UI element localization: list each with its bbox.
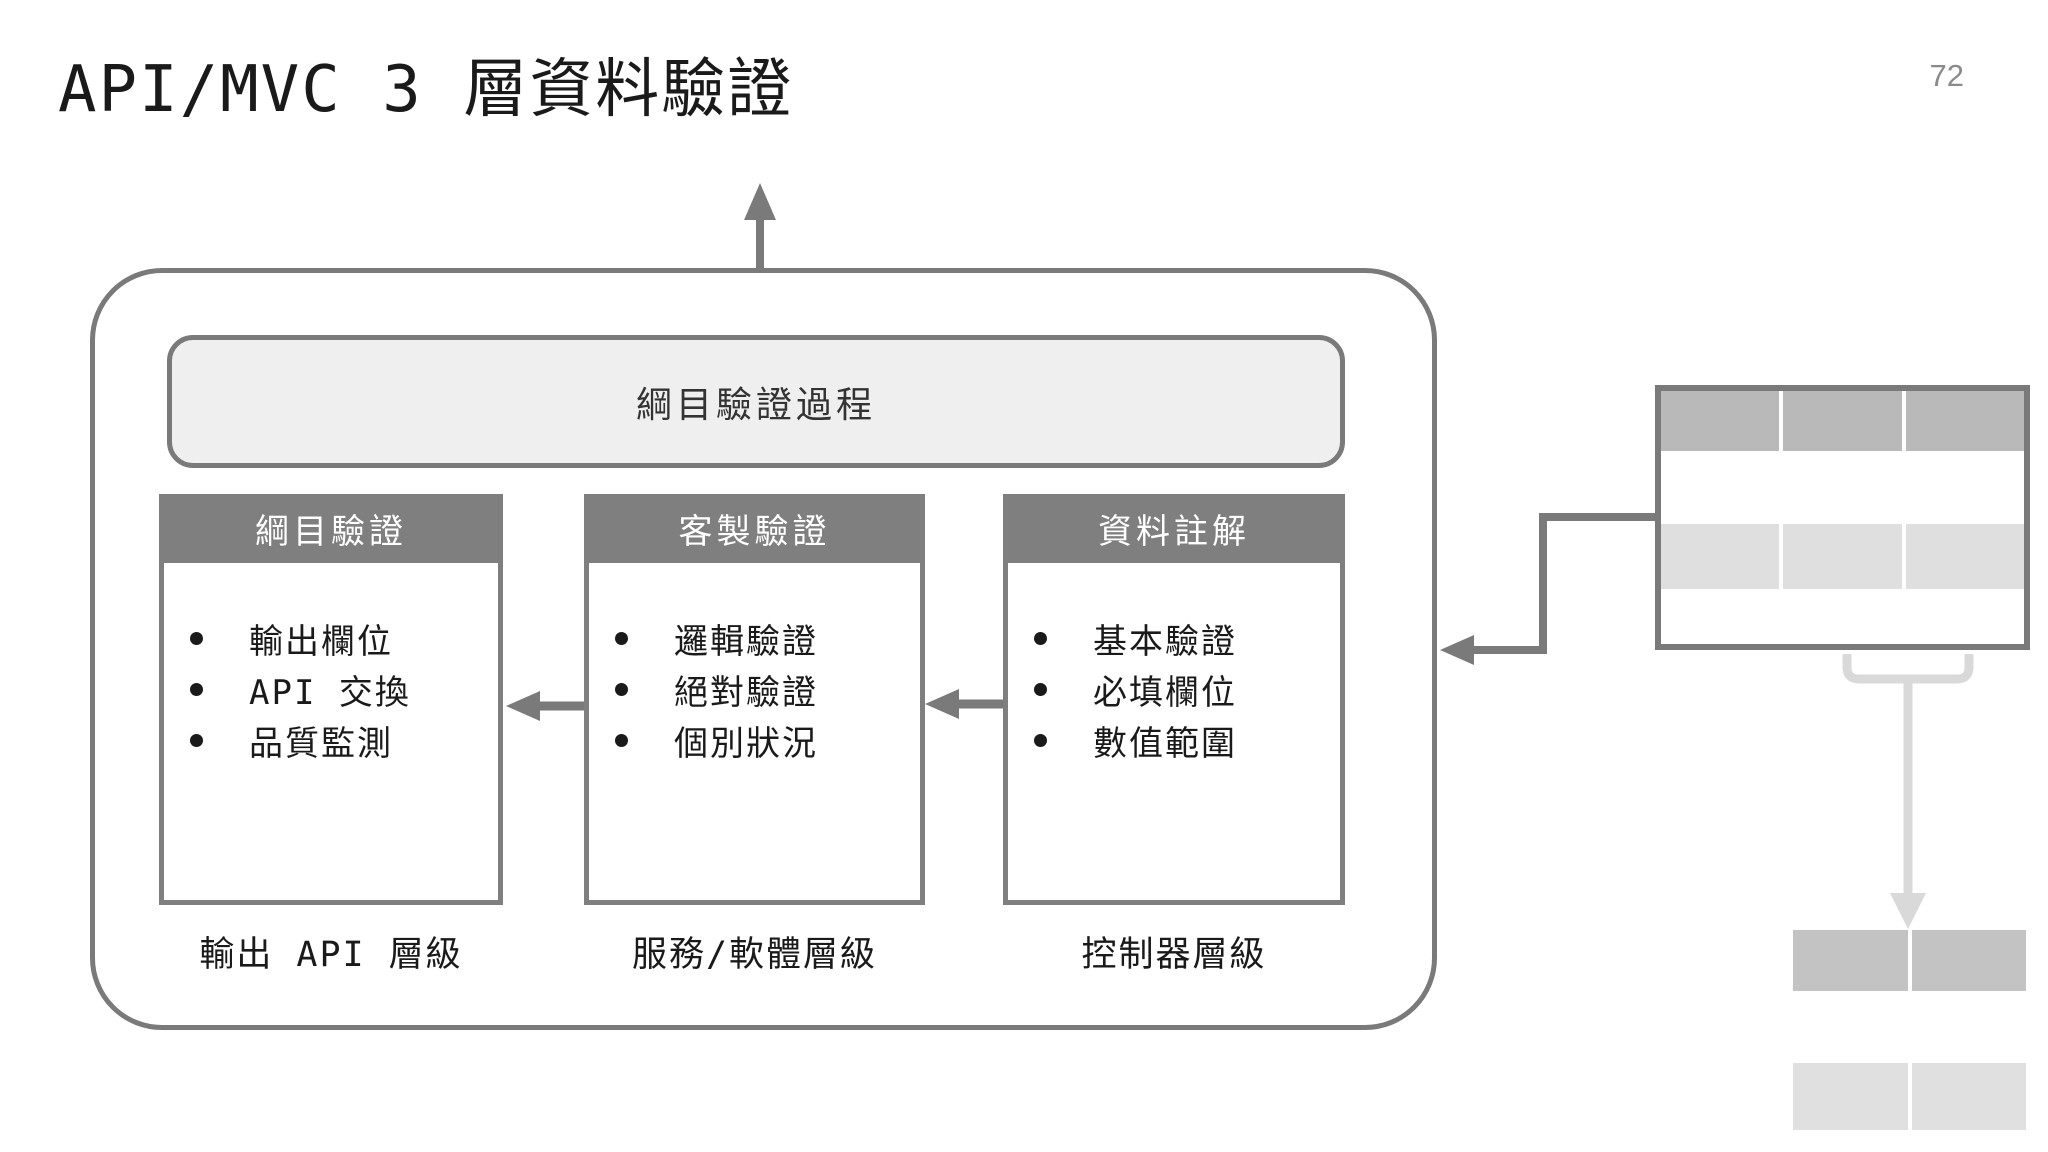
list-item: API 交換 (164, 664, 498, 715)
table-header-row (1661, 391, 2024, 451)
table-graphic (1655, 385, 2030, 650)
slide-title: API/MVC 3 層資料驗證 (58, 53, 794, 127)
bullet-icon (190, 632, 203, 645)
bullet-label: 基本驗證 (1093, 622, 1237, 662)
table-alt-row (1661, 524, 2024, 589)
table-cell (1905, 524, 2024, 589)
process-header-box: 綱目驗證過程 (167, 335, 1345, 468)
list-item: 品質監測 (164, 715, 498, 766)
bar-cell (1911, 1063, 2026, 1130)
bullet-icon (1034, 632, 1047, 645)
page-number: 72 (1929, 58, 1964, 93)
bar-cell (1793, 930, 1908, 991)
list-item: 基本驗證 (1008, 613, 1340, 664)
record-bar-graphic-light (1793, 1063, 2026, 1130)
bullet-label: API 交換 (249, 673, 411, 713)
table-cell (1783, 391, 1902, 451)
table-cell (1661, 524, 1780, 589)
bullet-label: 品質監測 (249, 724, 393, 764)
box-body: 輸出欄位 API 交換 品質監測 (159, 563, 503, 905)
list-item: 必填欄位 (1008, 664, 1340, 715)
box-body: 邏輯驗證 絕對驗證 個別狀況 (584, 563, 925, 905)
list-item: 輸出欄位 (164, 613, 498, 664)
bullet-icon (1034, 734, 1047, 747)
layer-label-output-api: 輸出 API 層級 (199, 934, 463, 975)
bullet-label: 絕對驗證 (674, 673, 818, 713)
bullet-icon (615, 632, 628, 645)
schema-validation-box: 綱目驗證 輸出欄位 API 交換 品質監測 (159, 494, 503, 905)
custom-validation-box: 客製驗證 邏輯驗證 絕對驗證 個別狀況 (584, 494, 925, 905)
process-header-label: 綱目驗證過程 (635, 384, 876, 426)
list-item: 絕對驗證 (589, 664, 920, 715)
list-item: 邏輯驗證 (589, 613, 920, 664)
list-item: 數值範圍 (1008, 715, 1340, 766)
table-cell (1661, 391, 1780, 451)
bar-cell (1911, 930, 2026, 991)
layer-label-controller: 控制器層級 (1081, 934, 1267, 975)
box-body: 基本驗證 必填欄位 數值範圍 (1003, 563, 1345, 905)
bullet-label: 邏輯驗證 (674, 622, 818, 662)
bullet-icon (190, 734, 203, 747)
elbow-arrow-icon (1440, 513, 1655, 665)
up-arrow-icon (744, 183, 776, 270)
table-cell (1905, 391, 2024, 451)
data-annotation-box: 資料註解 基本驗證 必填欄位 數值範圍 (1003, 494, 1345, 905)
bullet-icon (190, 683, 203, 696)
layer-label-service: 服務/軟體層級 (631, 934, 878, 975)
box-header: 資料註解 (1003, 494, 1345, 563)
bullet-icon (1034, 683, 1047, 696)
bullet-label: 必填欄位 (1093, 673, 1237, 713)
bullet-label: 個別狀況 (674, 724, 818, 764)
underbrace-icon (1842, 654, 1974, 684)
record-bar-graphic (1793, 930, 2026, 991)
table-cell (1783, 524, 1902, 589)
bullet-icon (615, 683, 628, 696)
bullet-label: 數值範圍 (1093, 724, 1237, 764)
bullet-icon (615, 734, 628, 747)
table-blank-row (1661, 589, 2024, 644)
down-arrow-icon (1890, 679, 1926, 929)
list-item: 個別狀況 (589, 715, 920, 766)
table-blank-row (1661, 451, 2024, 524)
bar-cell (1793, 1063, 1908, 1130)
box-header: 綱目驗證 (159, 494, 503, 563)
box-header: 客製驗證 (584, 494, 925, 563)
bullet-label: 輸出欄位 (249, 622, 393, 662)
